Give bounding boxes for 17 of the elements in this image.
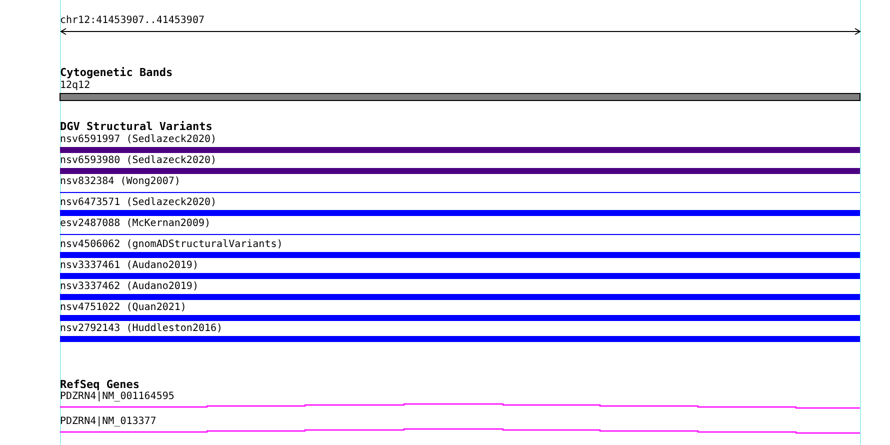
variant-label: nsv3337462 (Audano2019) xyxy=(60,281,198,292)
track-heading: RefSeq Genes xyxy=(60,379,140,390)
variant-label: nsv832384 (Wong2007) xyxy=(60,176,180,187)
variant-label: nsv6591997 (Sedlazeck2020) xyxy=(60,134,217,145)
band-label: 12q12 xyxy=(60,80,90,91)
track-heading: DGV Structural Variants xyxy=(60,121,212,132)
variant-label: nsv6593980 (Sedlazeck2020) xyxy=(60,155,217,166)
coordinate-label: chr12:41453907..41453907 xyxy=(60,15,204,26)
variant-label: nsv3337461 (Audano2019) xyxy=(60,260,198,271)
variant-label: esv2487088 (McKernan2009) xyxy=(60,218,211,229)
variant-label: nsv2792143 (Huddleston2016) xyxy=(60,323,223,334)
gene-label: PDZRN4|NM_013377 xyxy=(60,416,156,427)
gene-label: PDZRN4|NM_001164595 xyxy=(60,391,174,402)
track-heading: Cytogenetic Bands xyxy=(60,67,173,78)
variant-label: nsv6473571 (Sedlazeck2020) xyxy=(60,197,217,208)
variant-label: nsv4506062 (gnomADStructuralVariants) xyxy=(60,239,283,250)
variant-label: nsv4751022 (Quan2021) xyxy=(60,302,186,313)
